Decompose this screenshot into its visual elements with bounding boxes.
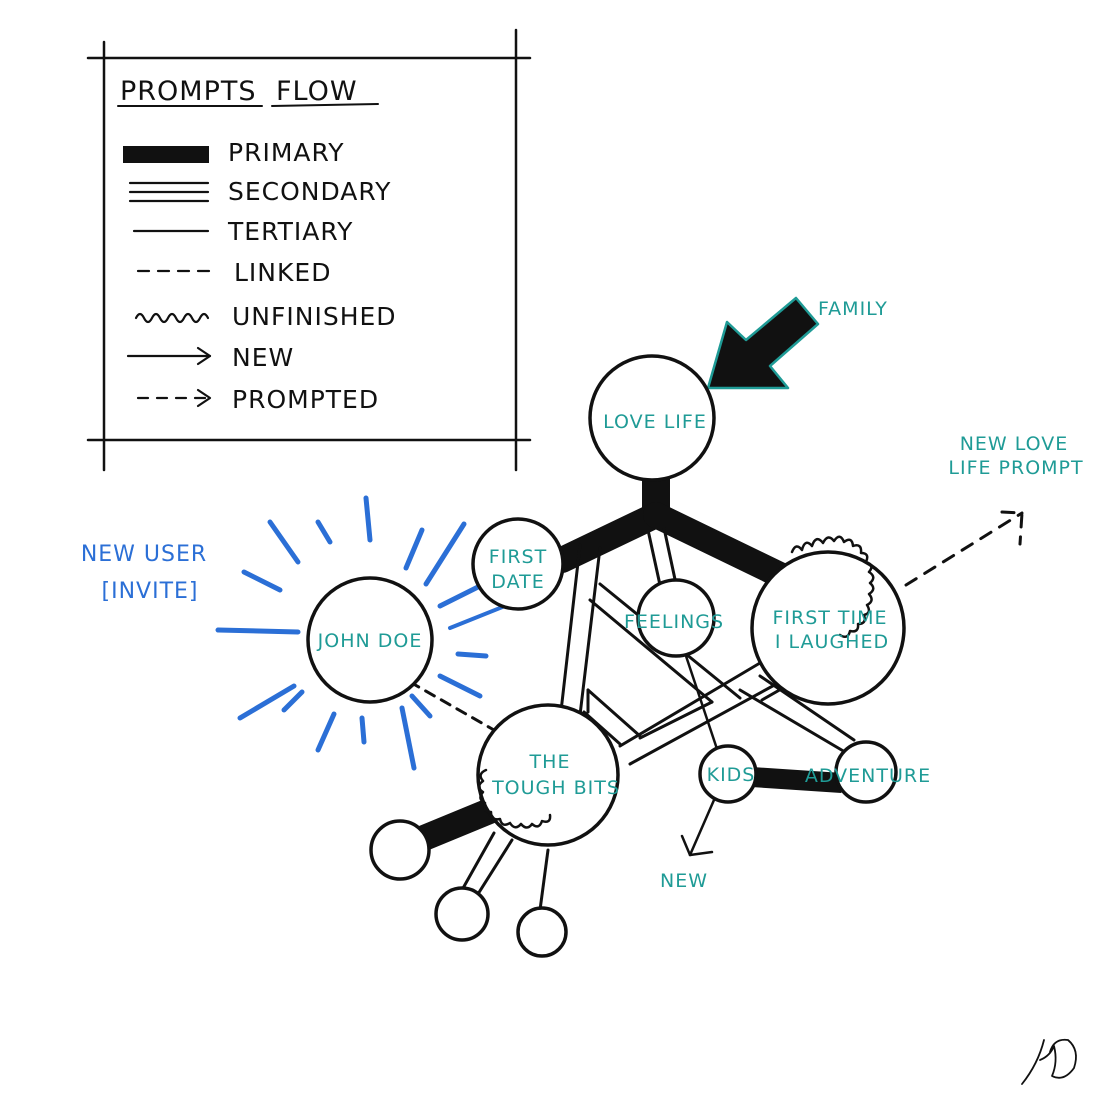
legend-label-secondary: SECONDARY [228,177,391,206]
legend-swatch-unfinished [134,312,210,324]
node-tough-bits-label-2: TOUGH BITS [491,777,620,799]
node-john-doe-label: JOHN DOE [317,630,423,652]
family-arrow-icon [706,296,820,390]
node-feelings-label: FEELINGS [624,611,724,633]
edge-primary-hub [549,456,799,591]
legend-item-secondary: SECONDARY [128,177,391,206]
legend-label-linked: LINKED [234,258,331,287]
node-kids-label: KIDS [707,764,756,786]
legend-swatch-new [126,346,212,366]
legend-item-tertiary: TERTIARY [132,217,353,246]
node-tough-bits[interactable]: THE TOUGH BITS [476,703,620,847]
legend-swatch-prompted [136,388,212,408]
legend-label-primary: PRIMARY [228,138,345,167]
annotations: FAMILY NEW LOVE LIFE PROMPT NEW USER [IN… [81,298,1083,892]
legend-frame [86,28,532,472]
legend-item-prompted: PROMPTED [136,385,379,414]
edge-tertiary-feelings-kids [684,654,720,754]
edge-prompted-new-love-arrow [904,510,1024,587]
node-first-date-label-2: DATE [491,571,544,593]
node-feelings[interactable]: FEELINGS [624,578,724,658]
annotation-new-bottom: NEW [660,870,708,892]
node-first-date[interactable]: FIRST DATE [471,517,565,611]
node-first-time-unfinished-edge [790,535,875,639]
node-love-life-label: LOVE LIFE [603,411,707,433]
legend: PROMPTS FLOW PRIMARY SECONDARY TERTIARY … [86,28,532,472]
node-small-bottom-right[interactable] [516,906,568,958]
legend-swatch-primary [123,146,209,163]
node-first-time-laughed[interactable]: FIRST TIME I LAUGHED [750,535,906,706]
edge-new-kids-arrow [680,798,716,857]
node-first-time-label-2: I LAUGHED [775,631,889,653]
node-tough-bits-label-1: THE [529,751,571,773]
legend-title-flow: FLOW [276,76,358,107]
legend-swatch-secondary [128,181,210,203]
artist-signature-icon [1021,1038,1077,1085]
john-doe-glow-rays [215,495,491,771]
legend-item-unfinished: UNFINISHED [134,302,397,331]
edge-primary-tough-small [419,797,497,851]
node-adventure-label: ADVENTURE [805,765,931,787]
legend-label-tertiary: TERTIARY [227,217,353,246]
node-adventure[interactable]: ADVENTURE [805,740,931,804]
edge-linked-john-tough [408,680,496,732]
legend-item-linked: LINKED [136,258,331,287]
legend-label-prompted: PROMPTED [232,385,379,414]
annotation-family: FAMILY [818,298,888,320]
legend-item-primary: PRIMARY [123,138,345,167]
annotation-new-love-prompt-1: NEW LOVE [960,433,1069,455]
legend-label-new: NEW [232,343,294,372]
annotation-new-love-prompt-2: LIFE PROMPT [948,457,1083,479]
node-love-life[interactable]: LOVE LIFE [588,354,716,482]
node-john-doe[interactable]: JOHN DOE [306,576,434,704]
annotation-new-user: NEW USER [81,542,207,567]
legend-label-unfinished: UNFINISHED [232,302,397,331]
edges [408,456,1024,912]
annotation-invite[interactable]: [INVITE] [102,579,199,604]
nodes: LOVE LIFE FIRST DATE FEELINGS FIRST TIME… [306,354,931,958]
node-small-left[interactable] [369,819,431,881]
node-small-bottom-left[interactable] [434,886,490,942]
legend-title-prompts: PROMPTS [120,76,257,107]
edge-primary-kids-adventure [751,767,843,793]
node-tough-bits-unfinished-edge [477,768,552,829]
node-first-date-label-1: FIRST [489,546,547,568]
node-first-time-label-1: FIRST TIME [772,607,887,629]
node-kids[interactable]: KIDS [698,744,758,804]
legend-item-new: NEW [126,343,294,372]
